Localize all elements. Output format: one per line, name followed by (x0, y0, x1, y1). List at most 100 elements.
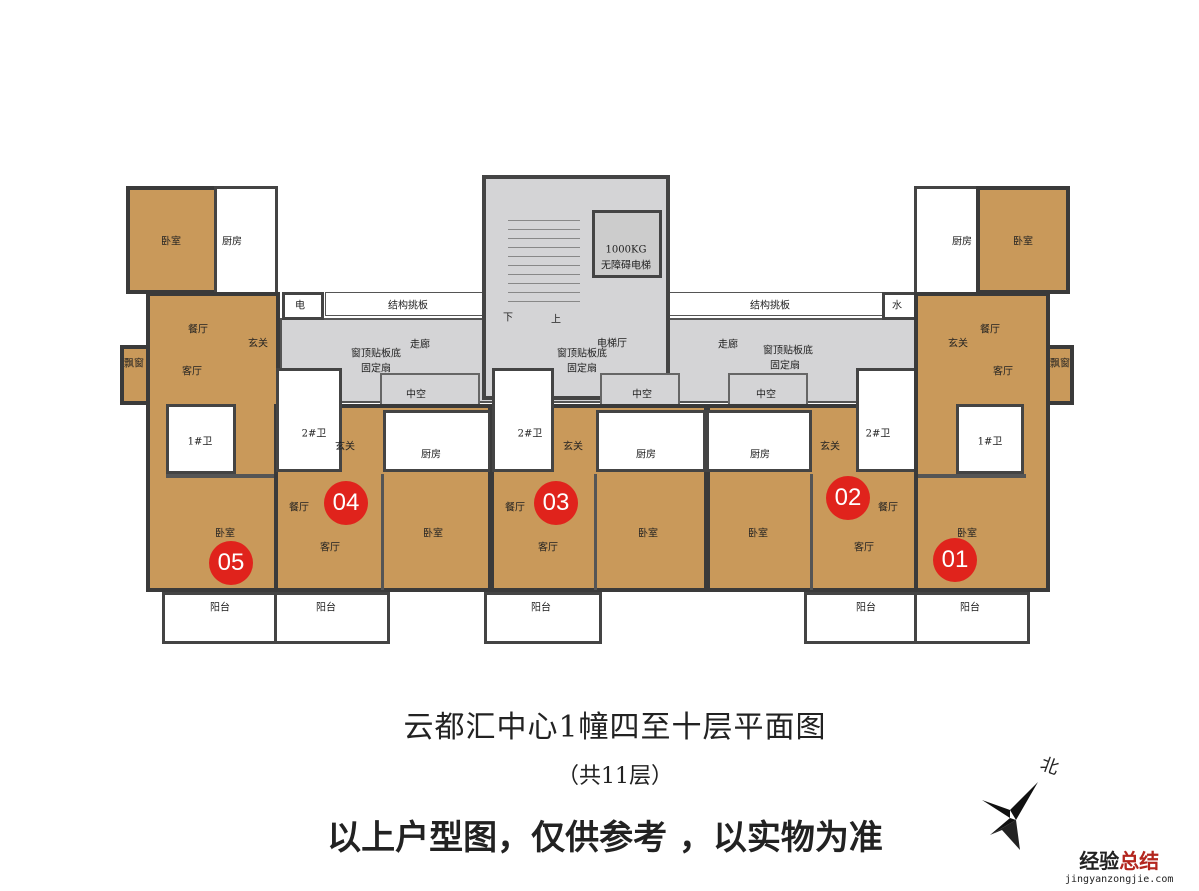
room-label: 卧室 (161, 236, 181, 248)
room-label: 中空 (756, 389, 776, 401)
watermark-url: jingyanzongjie.com (1065, 874, 1174, 885)
room-label: 卧室 (215, 528, 235, 540)
wall (918, 474, 1026, 478)
unit04-kitchen (383, 410, 491, 472)
room-label: 上 (551, 314, 561, 326)
room-label: 阳台 (316, 602, 336, 614)
unit01-bedroom-top (976, 186, 1070, 294)
room-label: 卧室 (1013, 236, 1033, 248)
room-label: 1#卫 (187, 436, 213, 448)
room-label: 餐厅 (188, 324, 208, 336)
void-1 (380, 373, 480, 409)
room-label: 玄关 (820, 441, 840, 453)
room-label: 结构挑板 (388, 300, 428, 312)
unit04-bath2 (276, 368, 342, 472)
room-label: 电梯厅 (597, 338, 627, 350)
room-label: 厨房 (750, 449, 770, 461)
room-label: 厨房 (952, 236, 972, 248)
void-2 (600, 373, 680, 409)
slab-left (325, 292, 485, 316)
room-label: 客厅 (182, 366, 202, 378)
room-label: 固定扇 (567, 363, 597, 375)
room-label: 水 (892, 300, 902, 312)
unit01-bay (1046, 345, 1074, 405)
watermark: 经验总结 jingyanzongjie.com (1065, 845, 1173, 885)
slab-right (668, 292, 883, 316)
room-label: 餐厅 (878, 502, 898, 514)
plan-subtitle: （共11层） (557, 764, 673, 789)
room-label: 玄关 (563, 441, 583, 453)
compass-icon (982, 782, 1038, 850)
room-label: 厨房 (636, 449, 656, 461)
unit05-kitchen (214, 186, 278, 296)
wall (381, 474, 384, 590)
room-label: 1#卫 (977, 436, 1003, 448)
unit-badge-03: 03 (534, 481, 578, 525)
unit03-kitchen (596, 410, 706, 472)
room-label: 中空 (632, 389, 652, 401)
room-label: 飘窗 (124, 358, 144, 370)
room-label: 中空 (406, 389, 426, 401)
room-label: 客厅 (993, 366, 1013, 378)
unit04-balcony (274, 592, 390, 644)
room-label: 下 (503, 312, 513, 324)
room-label: 玄关 (948, 338, 968, 350)
wall (594, 474, 597, 590)
room-label: 无障碍电梯 (601, 260, 651, 272)
room-label: 卧室 (638, 528, 658, 540)
room-label: 餐厅 (289, 502, 309, 514)
room-label: 卧室 (957, 528, 977, 540)
room-label: 2#卫 (865, 428, 891, 440)
room-label: 2#卫 (301, 428, 327, 440)
unit01-balcony (914, 592, 1030, 644)
room-label: 飘窗 (1050, 358, 1070, 370)
unit-badge-04: 04 (324, 481, 368, 525)
room-label: 窗顶贴板底 (763, 345, 813, 357)
room-label: 走廊 (410, 339, 430, 351)
room-label: 2#卫 (517, 428, 543, 440)
room-label: 走廊 (718, 339, 738, 351)
room-label: 厨房 (222, 236, 242, 248)
unit05-balcony (162, 592, 278, 644)
plan-title: 云都汇中心1幢四至十层平面图 (403, 710, 827, 745)
room-label: 卧室 (423, 528, 443, 540)
unit03-bath2 (492, 368, 554, 472)
unit05-bath1 (166, 404, 236, 474)
unit-badge-02: 02 (826, 476, 870, 520)
watermark-text: 经验 (1079, 849, 1120, 873)
room-label: 阳台 (960, 602, 980, 614)
room-label: 卧室 (748, 528, 768, 540)
room-label: 电 (295, 300, 305, 312)
elevator (592, 210, 662, 278)
room-label: 固定扇 (361, 363, 391, 375)
room-label: 阳台 (856, 602, 876, 614)
room-label: 阳台 (210, 602, 230, 614)
wall (810, 474, 813, 590)
unit-badge-05: 05 (209, 541, 253, 585)
room-label: 玄关 (248, 338, 268, 350)
watermark-text-red: 总结 (1119, 849, 1160, 873)
disclaimer: 以上户型图，仅供参考 ，以实物为准 (327, 818, 883, 858)
unit01-living (914, 292, 1050, 592)
unit05-bay (120, 345, 150, 405)
room-label: 1000KG (605, 244, 647, 256)
room-label: 厨房 (421, 449, 441, 461)
unit02-bath2 (856, 368, 918, 472)
room-label: 玄关 (335, 441, 355, 453)
room-label: 客厅 (538, 542, 558, 554)
room-label: 阳台 (531, 602, 551, 614)
room-label: 窗顶贴板底 (351, 348, 401, 360)
room-label: 客厅 (320, 542, 340, 554)
unit-badge-01: 01 (933, 538, 977, 582)
room-label: 窗顶贴板底 (557, 348, 607, 360)
unit03-balcony (484, 592, 602, 644)
unit02-kitchen (706, 410, 812, 472)
room-label: 客厅 (854, 542, 874, 554)
room-label: 餐厅 (505, 502, 525, 514)
wall (166, 474, 276, 478)
room-label: 餐厅 (980, 324, 1000, 336)
room-label: 结构挑板 (750, 300, 790, 312)
electric-room (282, 292, 324, 320)
staircase (508, 212, 580, 307)
